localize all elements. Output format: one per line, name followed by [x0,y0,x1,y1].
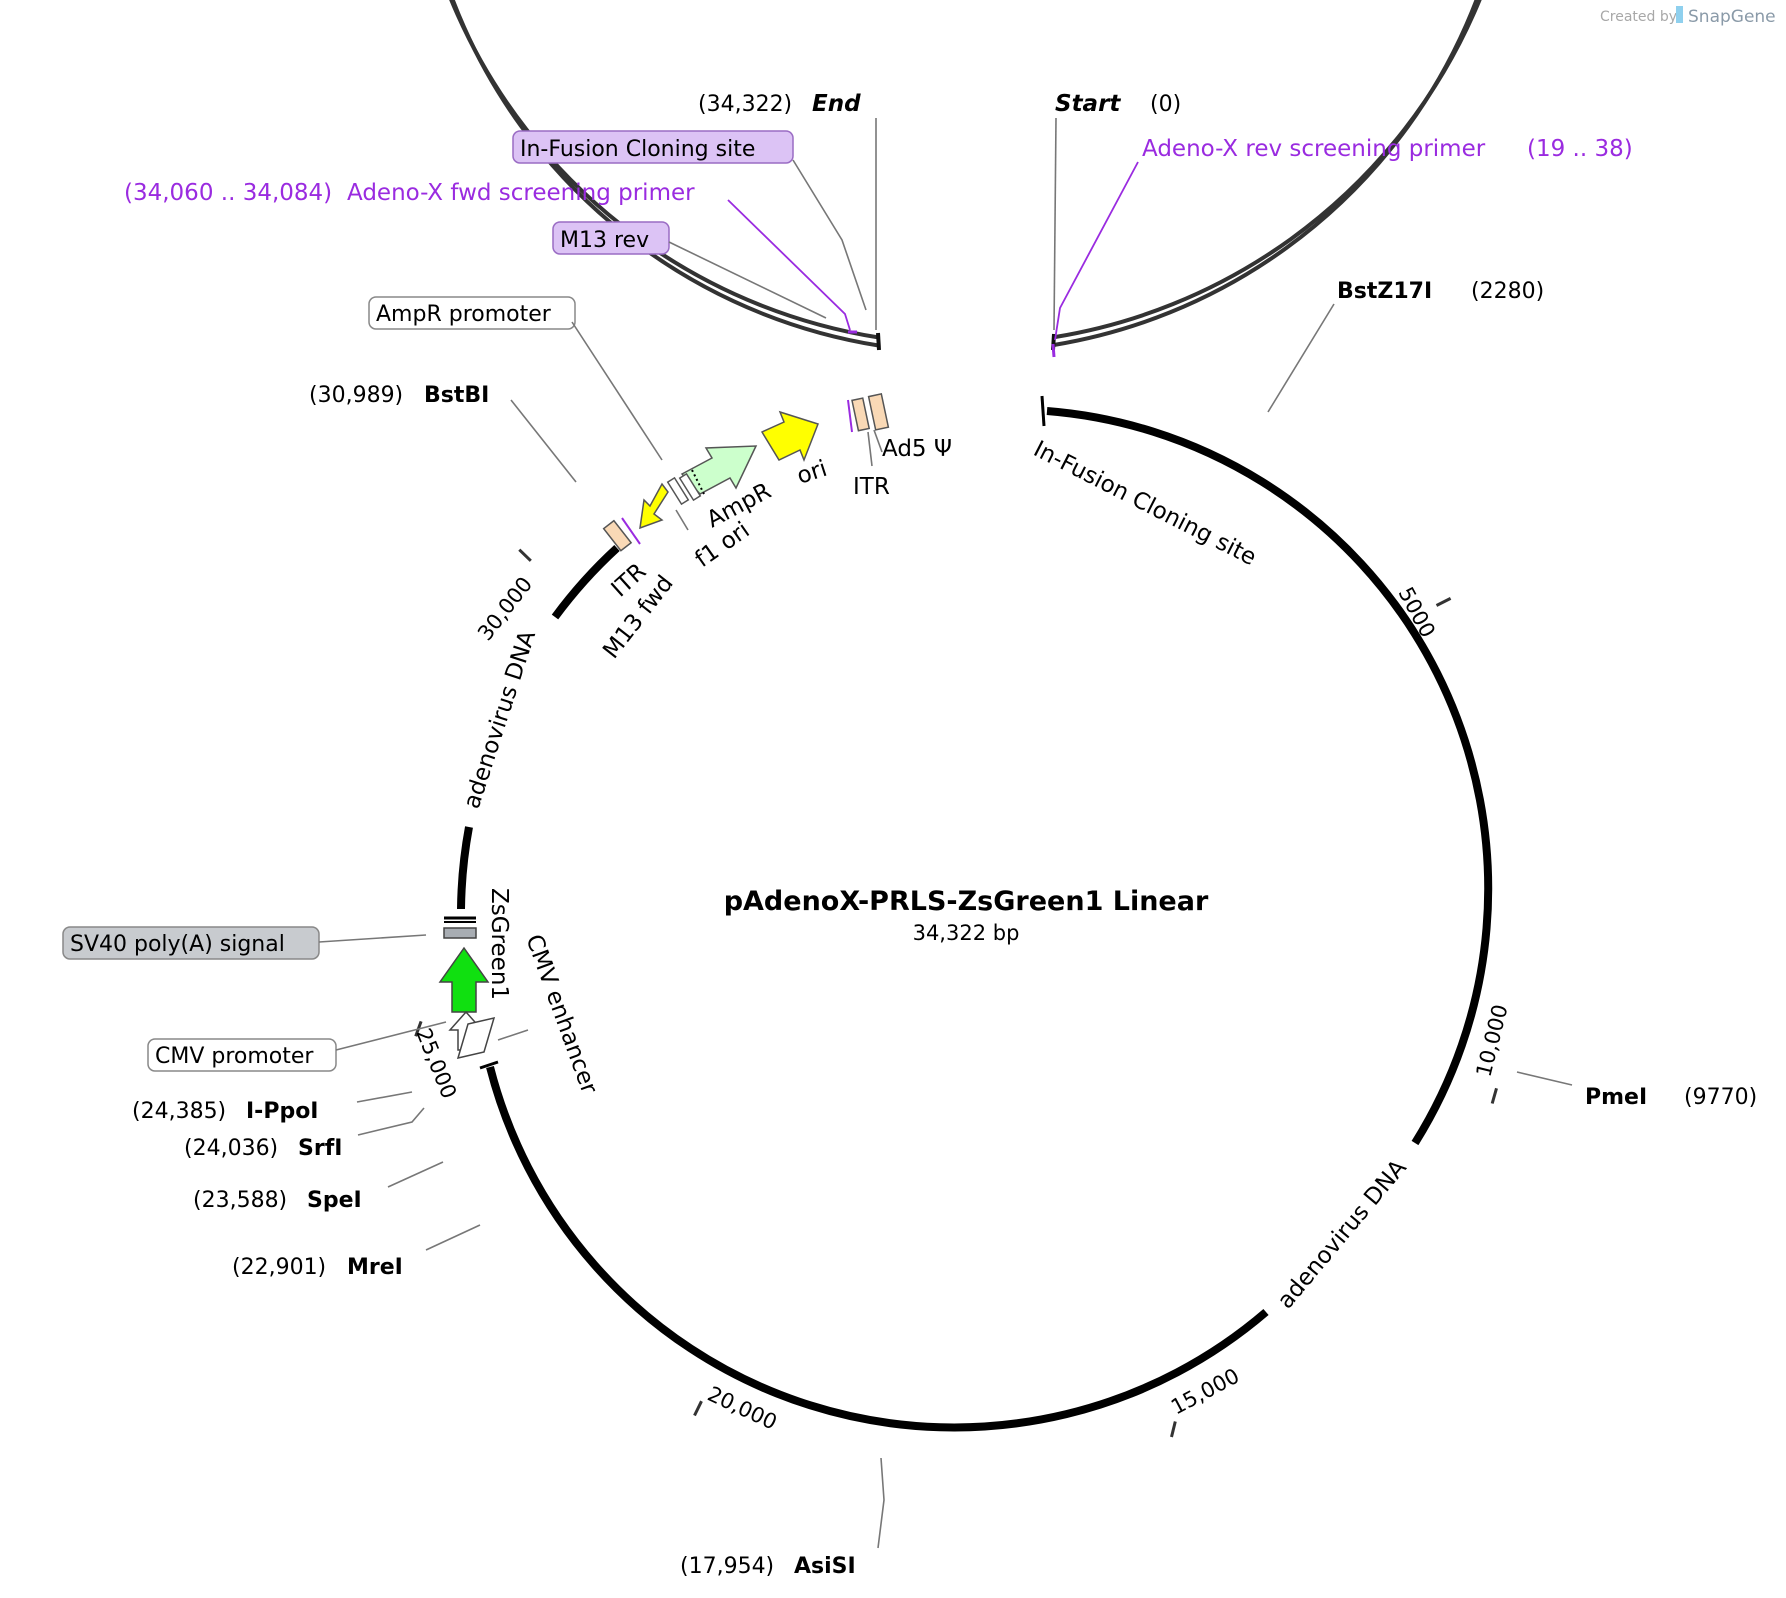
rev-primer-mark [1051,343,1056,358]
site-mrei-name: MreI [347,1255,403,1280]
tick-marks [414,548,1498,1438]
ori-label: ori [794,456,830,490]
infusion-arc [1046,407,1493,1146]
f1-ori-leader [675,509,689,531]
site-i-ppoi-name: I-PpoI [246,1099,319,1124]
infusion-arc-cap [1040,395,1046,427]
site-asisi-pos: (17,954) [680,1554,774,1579]
start-position: (0) [1150,92,1181,117]
svg-text:SV40 poly(A) signal: SV40 poly(A) signal [70,932,285,957]
cmv-promoter-box: CMV promoter [147,1038,337,1072]
cmv-enhancer-leader [497,1029,529,1041]
site-i-ppoi-pos: (24,385) [132,1099,226,1124]
ampr-arrow [680,445,758,495]
site-pmei-leader [1516,1071,1573,1086]
itr-top-glyph [847,393,890,433]
site-mrei-leader [425,1224,481,1251]
site-asisi-name: AsiSI [794,1554,856,1579]
cmv-enhancer-glyph [456,1016,496,1060]
itr-top-leader [867,431,873,467]
m13-fwd-mark [621,517,641,545]
fwd-primer-leader [727,199,851,331]
svg-text:M13 rev: M13 rev [560,228,649,253]
adenovirus-dna-left-label: adenovirus DNA [459,627,541,812]
adeno-x-rev-primer-range: (19 .. 38) [1527,136,1633,162]
itr-left-glyph [602,519,633,552]
ad5-label: Ad5 Ψ [882,436,952,462]
adenovirus-dna-left-arc [551,545,620,620]
m13-rev-box: M13 rev [552,221,670,255]
cmv-enhancer-label: CMV enhancer [520,931,602,1097]
site-srfi-pos: (24,036) [184,1136,278,1161]
created-by-text: Created by [1600,9,1677,25]
svg-text:AmpR promoter: AmpR promoter [376,302,552,327]
sv40-glyph [443,927,477,939]
site-bstbi-pos: (30,989) [309,383,403,408]
snapgene-brand: SnapGene [1688,7,1776,27]
adeno-arc-cap [479,1060,499,1070]
svg-text:In-Fusion Cloning site: In-Fusion Cloning site [520,137,755,162]
site-bstz17i-name: BstZ17I [1337,279,1432,304]
site-spei-name: SpeI [307,1188,362,1213]
adeno-x-fwd-primer-range: (34,060 .. 34,084) [124,180,332,206]
snapgene-logo-icon [1676,6,1683,23]
m13-rev-leader [668,241,827,319]
site-bstz17i-pos: (2280) [1471,279,1544,304]
tick-label-25000: 25,000 [411,1025,461,1102]
adenovirus-dna-right-arc [486,1066,1269,1432]
site-bstbi-leader [510,399,577,483]
site-spei-leader [387,1161,444,1188]
svg-text:CMV promoter: CMV promoter [155,1044,314,1069]
infusion-arc-label: In-Fusion Cloning site [1029,436,1260,571]
site-srfi-name: SrfI [298,1136,342,1161]
site-pmei-pos: (9770) [1684,1085,1757,1110]
end-position: (34,322) [698,92,792,117]
sv40-box: SV40 poly(A) signal [62,926,320,960]
ampr-promoter-box: AmpR promoter [368,296,576,330]
site-pmei-name: PmeI [1585,1085,1647,1110]
infusion-box: In-Fusion Cloning site [512,130,794,164]
adeno-x-fwd-primer-label: Adeno-X fwd screening primer [347,180,695,206]
site-bstbi-name: BstBI [424,383,489,408]
ampr-promoter-glyph-2 [678,472,702,502]
backbone [449,0,1482,348]
site-bstz17i-leader [1267,303,1335,413]
ori-arrow [760,410,819,463]
map-length: 34,322 bp [913,921,1020,945]
site-i-ppoi-leader [356,1091,413,1103]
site-asisi-leader [877,1457,885,1549]
start-leader [1053,117,1057,331]
ad5-leader [873,429,883,453]
start-label: Start [1055,91,1121,117]
end-label: End [812,91,861,117]
end-cap [876,332,881,351]
adenovirus-dna-left-arc-2 [457,826,473,910]
site-spei-pos: (23,588) [193,1188,287,1213]
itr-top-label: ITR [853,474,890,500]
feature-arcs [457,407,1493,1432]
infusion-leader [792,159,867,311]
ampr-promoter-leader [571,321,663,461]
sv40-leader [318,934,427,943]
map-title: pAdenoX-PRLS-ZsGreen1 Linear [724,886,1209,917]
adenovirus-dna-right-label: adenovirus DNA [1273,1155,1412,1314]
f1-ori-arrow [639,482,669,530]
site-srfi-leader [357,1107,425,1136]
tick-label-10000: 10,000 [1472,1002,1513,1079]
zsgreen-arrow [438,946,490,1013]
zsgreen-label: ZsGreen1 [486,888,512,1000]
ampr-promoter-glyph [666,476,690,506]
site-mrei-pos: (22,901) [232,1255,326,1280]
adeno-x-rev-primer-label: Adeno-X rev screening primer [1142,136,1486,162]
cmv-promoter-leader [335,1021,447,1051]
rev-primer-leader [1054,161,1139,341]
